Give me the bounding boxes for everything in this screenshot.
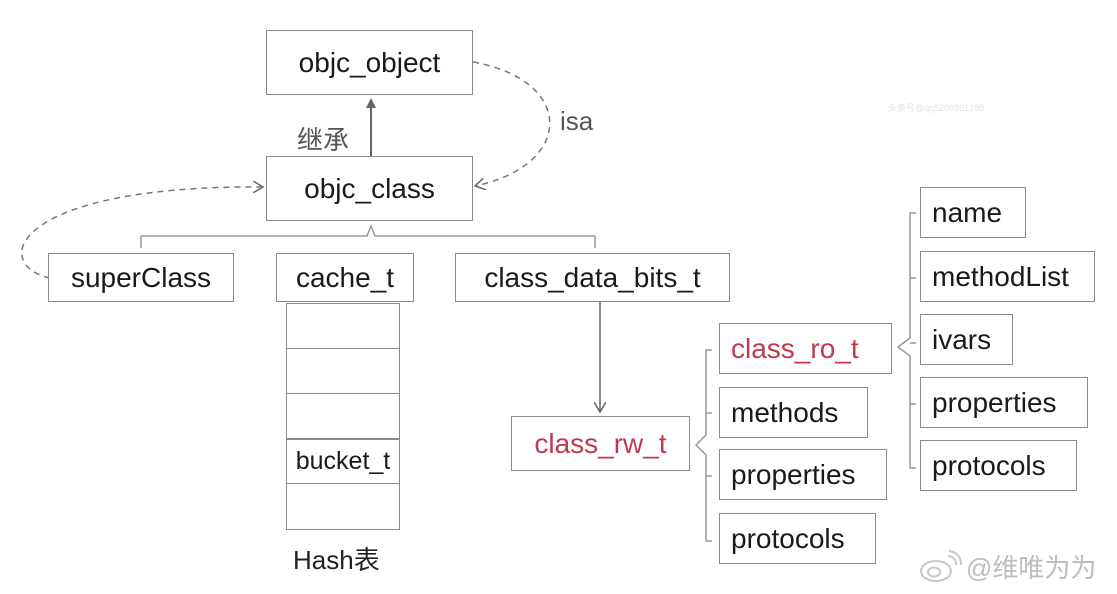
- superclass-arrow: [20, 187, 263, 279]
- ro-methodlist-node: methodList: [920, 251, 1095, 302]
- objc-class-children-bracket: [140, 223, 596, 248]
- rw-properties-node: properties: [719, 449, 887, 500]
- ro-name-node: name: [920, 187, 1026, 238]
- class-rw-t-node: class_rw_t: [511, 416, 690, 471]
- ro-children-bracket: [896, 212, 916, 469]
- hash-cell: [286, 303, 400, 349]
- objc-class-node: objc_class: [266, 156, 473, 221]
- rw-protocols-node: protocols: [719, 513, 876, 564]
- superclass-node: superClass: [48, 253, 234, 302]
- weibo-watermark: @维唯为为: [918, 548, 1096, 585]
- rw-methods-node: methods: [719, 387, 868, 438]
- hash-cell: [286, 394, 400, 439]
- rw-children-bracket: [694, 349, 712, 542]
- class-data-bits-t-node: class_data_bits_t: [455, 253, 730, 302]
- inherit-label: 继承: [297, 125, 350, 155]
- class-ro-t-node: class_ro_t: [719, 323, 892, 374]
- isa-label: isa: [560, 106, 594, 136]
- watermark-text: 头条号@qq5200961288: [888, 103, 985, 113]
- ro-properties-node: properties: [920, 377, 1088, 428]
- weibo-handle: @维唯为为: [966, 553, 1097, 583]
- ro-protocols-node: protocols: [920, 440, 1077, 491]
- hash-cell: [286, 484, 400, 530]
- hash-table-label: Hash表: [293, 545, 380, 575]
- objc-object-node: objc_object: [266, 30, 473, 95]
- cache-t-node: cache_t: [276, 253, 414, 302]
- hash-cell: [286, 349, 400, 394]
- isa-arrow: [472, 61, 551, 186]
- bucket-t-cell: bucket_t: [286, 439, 400, 484]
- ro-ivars-node: ivars: [920, 314, 1013, 365]
- weibo-logo-icon: [920, 549, 962, 582]
